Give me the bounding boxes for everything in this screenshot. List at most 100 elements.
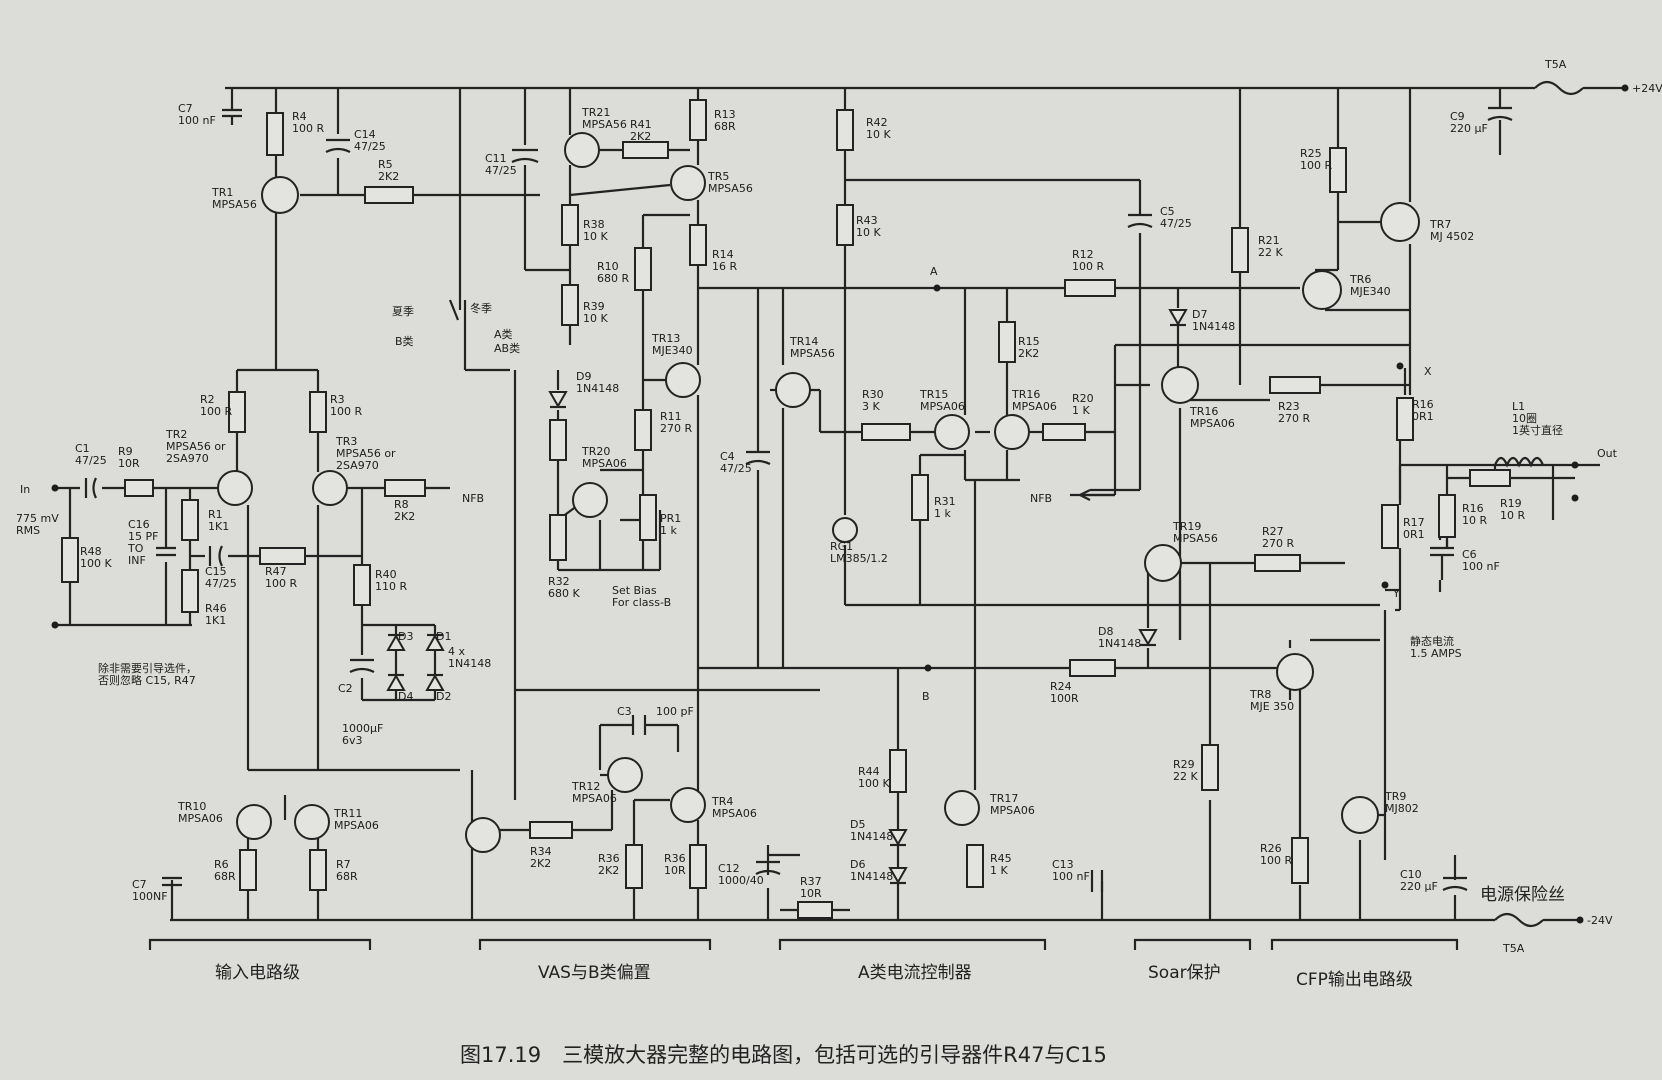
resistor-R10: [634, 247, 652, 291]
resistor-R47: [259, 547, 306, 565]
switch-class-b: B类: [395, 334, 414, 348]
capacitor-C3: [631, 715, 647, 735]
node-out: Out: [1597, 447, 1618, 460]
transistor-TR21: [564, 132, 600, 168]
transistor-TR9: [1341, 796, 1379, 834]
nfb-mid: NFB: [1030, 492, 1052, 505]
transistor-TR11: [294, 804, 330, 840]
diode-D4: [386, 673, 406, 691]
resistor-R39: [561, 284, 579, 326]
node-in: In: [20, 483, 30, 496]
resistor-R23: [1269, 376, 1321, 394]
resistor-R48: [61, 537, 79, 583]
transistor-TR8: [1276, 653, 1314, 691]
transistor-TR2: [217, 470, 253, 506]
transistor-TR14: [775, 372, 811, 408]
resistor-R36a: [625, 844, 643, 889]
rails: [170, 80, 1629, 928]
neg-terminal: [1576, 916, 1584, 924]
resistor-R13: [689, 99, 707, 141]
section-vas: VAS与B类偏置: [538, 963, 651, 983]
resistor-R38: [561, 204, 579, 246]
resistor-R14: [689, 224, 707, 266]
preset-PR1[interactable]: [639, 494, 657, 541]
nfb-arrow: [1079, 489, 1091, 501]
node-y: Y: [1392, 587, 1400, 600]
label-D2: D2: [436, 690, 451, 703]
diode-D7: [1168, 309, 1188, 327]
resistor-R26: [1291, 837, 1309, 884]
capacitor-C13: [1090, 870, 1104, 920]
resistor-R2: [228, 391, 246, 433]
label-C3: C3: [617, 705, 632, 718]
resistor-R4: [266, 112, 284, 156]
capacitor-C7-top: [222, 108, 242, 125]
resistor-D9-series: [549, 419, 567, 461]
fuse-note: 电源保险丝: [1480, 885, 1565, 905]
resistor-R6: [239, 849, 257, 891]
transistors: [217, 132, 1420, 853]
transistor-TR4: [670, 787, 706, 823]
resistor-R16a: [1396, 397, 1414, 441]
figure-caption: 图17.19 三模放大器完整的电路图，包括可选的引导器件R47与C15: [460, 1043, 1107, 1067]
switch-class-a: A类: [494, 327, 513, 341]
capacitor-C10: [1442, 876, 1468, 891]
transistor-TR5: [670, 165, 706, 201]
capacitor-C11: [511, 148, 539, 164]
capacitor-C6: [1430, 546, 1454, 580]
transistor-TR16a: [994, 414, 1030, 450]
diode-D8: [1138, 629, 1158, 647]
capacitor-C5: [1127, 213, 1153, 228]
resistor-R31: [911, 474, 929, 521]
neg-fuse-symbol: [1494, 912, 1544, 928]
resistor-R19: [1469, 469, 1511, 487]
resistor-R37: [797, 901, 833, 919]
resistor-R21: [1231, 227, 1249, 273]
resistor-R27: [1254, 554, 1301, 572]
class-switch[interactable]: [448, 299, 460, 321]
label-D1: D1: [436, 630, 451, 643]
transistor-TR15: [934, 414, 970, 450]
section-class-a: A类电流控制器: [858, 963, 972, 983]
